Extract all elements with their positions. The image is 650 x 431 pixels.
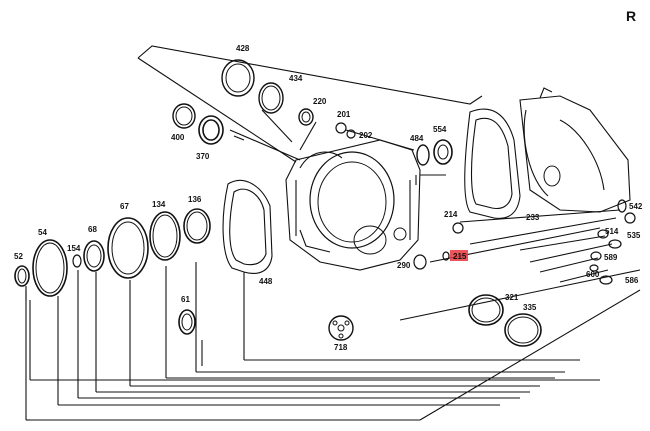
gasket-233 bbox=[464, 108, 521, 219]
ring-202 bbox=[346, 129, 356, 139]
ring-61 bbox=[178, 309, 196, 335]
ring-600 bbox=[589, 264, 599, 272]
rear-housing bbox=[519, 87, 631, 213]
label-448: 448 bbox=[259, 277, 273, 286]
ring-589 bbox=[590, 251, 602, 261]
flange-718 bbox=[328, 315, 354, 341]
label-484: 484 bbox=[410, 134, 424, 143]
label-54: 54 bbox=[38, 228, 47, 237]
ring-514 bbox=[597, 229, 609, 239]
ring-434 bbox=[258, 82, 284, 114]
part-labels: 428 434 220 400 370 201 202 484 554 233 … bbox=[14, 44, 643, 352]
ring-67 bbox=[107, 217, 149, 279]
ring-554 bbox=[433, 139, 453, 165]
label-514: 514 bbox=[605, 227, 619, 236]
ring-220 bbox=[298, 108, 314, 126]
ring-542 bbox=[617, 199, 627, 213]
ring-214 bbox=[452, 222, 464, 234]
label-68: 68 bbox=[88, 225, 97, 234]
ring-321 bbox=[468, 294, 504, 326]
label-554: 554 bbox=[433, 125, 447, 134]
label-586: 586 bbox=[625, 276, 639, 285]
label-370: 370 bbox=[196, 152, 210, 161]
label-154: 154 bbox=[67, 244, 81, 253]
label-321: 321 bbox=[505, 293, 519, 302]
label-589: 589 bbox=[604, 253, 618, 262]
label-600: 600 bbox=[586, 270, 600, 279]
ring-201 bbox=[335, 122, 347, 134]
ring-586 bbox=[599, 275, 613, 285]
label-220: 220 bbox=[313, 97, 327, 106]
ring-428 bbox=[221, 59, 255, 97]
ring-154 bbox=[72, 254, 82, 268]
ring-400 bbox=[172, 103, 196, 129]
ring-335 bbox=[504, 313, 542, 347]
label-434: 434 bbox=[289, 74, 303, 83]
label-290: 290 bbox=[397, 261, 411, 270]
ring-484 bbox=[416, 144, 430, 166]
ring-68 bbox=[83, 240, 105, 272]
label-67: 67 bbox=[120, 202, 129, 211]
label-335: 335 bbox=[523, 303, 537, 312]
label-215: 215 bbox=[453, 252, 467, 261]
ring-215 bbox=[442, 251, 450, 261]
highlight-215 bbox=[450, 250, 468, 261]
rings bbox=[14, 59, 636, 347]
label-202: 202 bbox=[359, 131, 373, 140]
ring-535 bbox=[624, 212, 636, 224]
label-61: 61 bbox=[181, 295, 190, 304]
ring-54 bbox=[32, 239, 68, 297]
label-233: 233 bbox=[526, 213, 540, 222]
label-718: 718 bbox=[334, 343, 348, 352]
label-134: 134 bbox=[152, 200, 166, 209]
corner-label: R bbox=[626, 8, 636, 24]
label-542: 542 bbox=[629, 202, 643, 211]
frame-lines bbox=[25, 45, 641, 421]
label-535: 535 bbox=[627, 231, 641, 240]
gasket-448 bbox=[222, 179, 273, 274]
ring-589-top bbox=[608, 239, 622, 249]
label-136: 136 bbox=[188, 195, 202, 204]
transmission-case bbox=[285, 139, 421, 271]
label-52: 52 bbox=[14, 252, 23, 261]
label-201: 201 bbox=[337, 110, 351, 119]
label-214: 214 bbox=[444, 210, 458, 219]
ring-290 bbox=[413, 254, 427, 270]
ring-52 bbox=[14, 265, 30, 287]
label-400: 400 bbox=[171, 133, 185, 142]
ring-136 bbox=[183, 208, 211, 244]
ring-370 bbox=[198, 115, 224, 145]
ring-134 bbox=[149, 211, 181, 261]
label-428: 428 bbox=[236, 44, 250, 53]
